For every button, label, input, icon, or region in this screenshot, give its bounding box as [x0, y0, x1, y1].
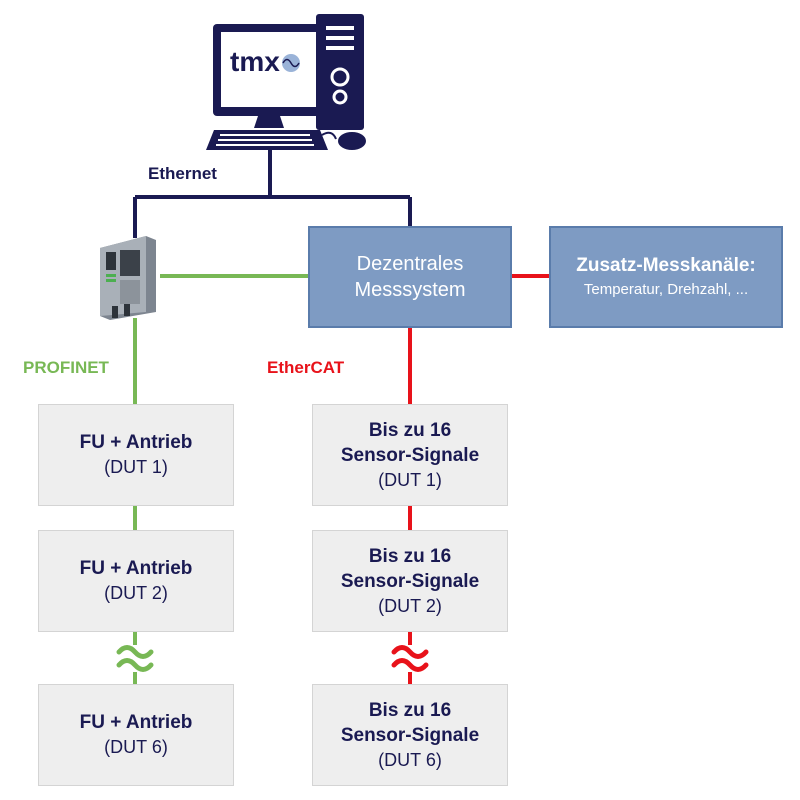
dut-id: (DUT 1) — [378, 469, 442, 490]
dut-id: (DUT 2) — [378, 595, 442, 616]
dut-title-line1: Bis zu 16 — [368, 699, 452, 721]
dut-id: (DUT 6) — [378, 749, 442, 770]
profinet-break-icon — [116, 645, 154, 672]
dut-box-right-1: Bis zu 16 Sensor-Signale (DUT 1) — [312, 404, 508, 506]
dut-box-left-2: FU + Antrieb (DUT 2) — [38, 530, 234, 632]
ethercat-break-icon — [391, 645, 429, 672]
dut-title-line1: Bis zu 16 — [368, 419, 452, 441]
dut-title-line2: Sensor-Signale — [340, 570, 480, 592]
dut-id: (DUT 6) — [104, 737, 168, 757]
measurement-system-line1: Dezentrales — [356, 253, 464, 275]
extra-channels-box: Zusatz-Messkanäle: Temperatur, Drehzahl,… — [549, 226, 783, 328]
ethernet-label: Ethernet — [148, 164, 217, 183]
measurement-system-line2: Messsystem — [354, 279, 466, 301]
profinet-label: PROFINET — [23, 358, 109, 377]
extra-channels-subtitle: Temperatur, Drehzahl, ... — [583, 281, 749, 298]
dut-id: (DUT 1) — [104, 457, 168, 477]
dut-title: FU + Antrieb — [79, 432, 193, 453]
ethernet-lines — [133, 150, 412, 238]
dut-box-left-1: FU + Antrieb (DUT 1) — [38, 404, 234, 506]
profinet-lines — [133, 274, 308, 684]
dut-box-right-3: Bis zu 16 Sensor-Signale (DUT 6) — [312, 684, 508, 786]
plc-controller-icon — [100, 236, 156, 320]
dut-box-right-2: Bis zu 16 Sensor-Signale (DUT 2) — [312, 530, 508, 632]
ethercat-lines — [408, 274, 550, 684]
computer-icon — [206, 14, 366, 150]
dut-box-left-3: FU + Antrieb (DUT 6) — [38, 684, 234, 786]
dut-title: FU + Antrieb — [79, 712, 193, 733]
dut-title-line2: Sensor-Signale — [340, 724, 480, 746]
extra-channels-title: Zusatz-Messkanäle: — [576, 255, 756, 276]
ethercat-label: EtherCAT — [267, 358, 345, 377]
computer-logo-text: tmx — [230, 46, 280, 77]
dut-title-line1: Bis zu 16 — [368, 545, 452, 567]
dut-id: (DUT 2) — [104, 583, 168, 603]
dut-title-line2: Sensor-Signale — [340, 444, 480, 466]
measurement-system-box: Dezentrales Messsystem — [308, 226, 512, 328]
dut-title: FU + Antrieb — [79, 558, 193, 579]
